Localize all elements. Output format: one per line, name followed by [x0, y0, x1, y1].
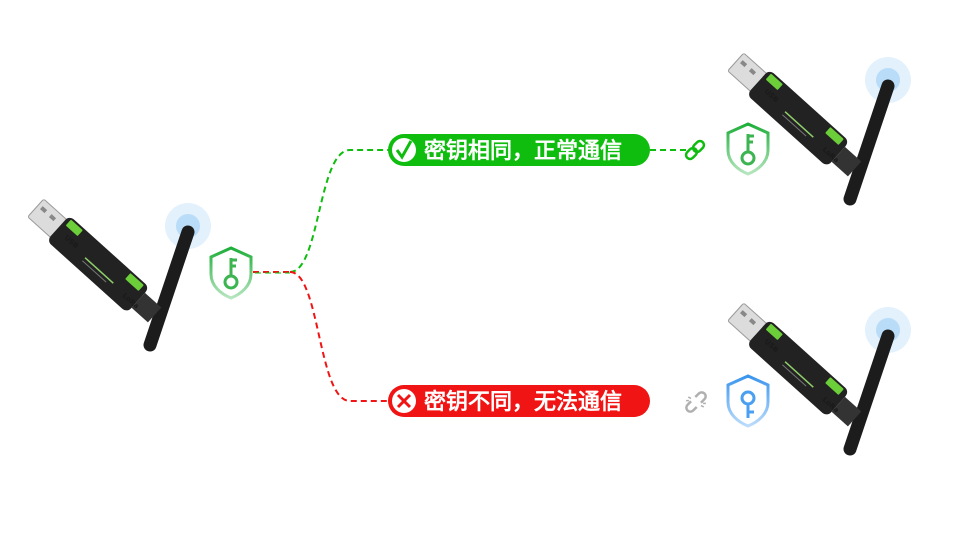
x-circle-icon: [392, 389, 416, 413]
failure-badge: 密钥不同，无法通信: [388, 385, 650, 417]
link-icon: [684, 139, 706, 161]
usb-lora-dongle-image: [724, 299, 911, 449]
lora-device-receiver-match: USB LoRa: [724, 49, 911, 199]
key-shield-icon: [209, 246, 253, 300]
lora-device-sender: USB LoRa: [24, 195, 211, 345]
failure-label: 密钥不同，无法通信: [424, 389, 622, 415]
failure-path: [289, 271, 390, 402]
success-label: 密钥相同，正常通信: [424, 138, 622, 164]
usb-lora-dongle-image: [24, 195, 211, 345]
key-shield-icon-blue: [726, 374, 770, 428]
broken-link-icon: [685, 391, 707, 413]
key-shield-icon-green: [726, 122, 770, 176]
check-circle-icon: [392, 138, 416, 162]
success-path: [289, 149, 390, 273]
lora-device-receiver-mismatch: USB LoRa: [724, 299, 911, 449]
success-badge: 密钥相同，正常通信: [388, 134, 650, 166]
usb-lora-dongle-image: [724, 49, 911, 199]
